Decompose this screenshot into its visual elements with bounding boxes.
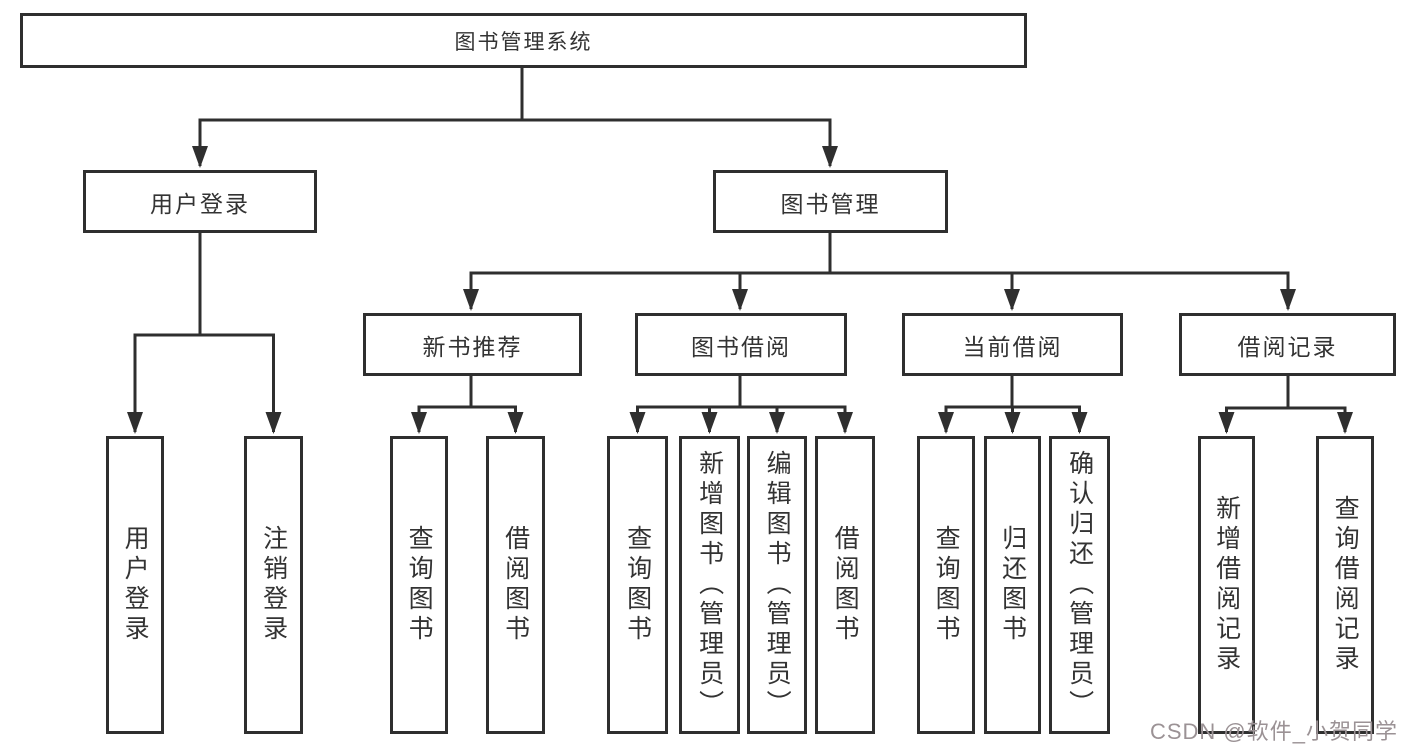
node-label: 用户登录: [121, 525, 150, 645]
leaf-query-books-borrowing: 查询图书: [607, 436, 668, 734]
leaf-logout: 注销登录: [244, 436, 303, 734]
csdn-watermark: CSDN @软件_小贺同学: [1149, 719, 1398, 744]
node-label: 新增借阅记录: [1212, 495, 1241, 675]
leaf-borrow-books-borrowing: 借阅图书: [815, 436, 875, 734]
node-label: 查询图书: [405, 525, 434, 645]
node-label: 当前借阅: [962, 333, 1063, 360]
node-book-borrowing: 图书借阅: [635, 313, 847, 376]
leaf-confirm-return-admin: 确认归还（管理员）: [1049, 436, 1110, 734]
leaf-query-borrow-record: 查询借阅记录: [1316, 436, 1374, 734]
node-label: 确认归还（管理员）: [1065, 450, 1094, 720]
node-borrowing-records: 借阅记录: [1179, 313, 1396, 376]
node-label: 新书推荐: [422, 333, 523, 360]
leaf-add-borrow-record: 新增借阅记录: [1198, 436, 1255, 734]
node-label: 查询图书: [623, 525, 652, 645]
leaf-add-books-admin: 新增图书（管理员）: [679, 436, 740, 734]
node-library-management-system: 图书管理系统: [20, 13, 1027, 68]
node-label: 借阅图书: [831, 525, 860, 645]
node-label: 借阅记录: [1237, 333, 1338, 360]
node-label: 归还图书: [998, 525, 1027, 645]
node-new-book-recommendation: 新书推荐: [363, 313, 582, 376]
node-label: 注销登录: [259, 525, 288, 645]
node-user-login: 用户登录: [83, 170, 317, 233]
leaf-query-books-current: 查询图书: [917, 436, 975, 734]
node-book-management: 图书管理: [713, 170, 948, 233]
node-label: 编辑图书（管理员）: [763, 450, 792, 720]
node-label: 新增图书（管理员）: [695, 450, 724, 720]
node-current-borrowing: 当前借阅: [902, 313, 1123, 376]
node-label: 图书借阅: [691, 333, 791, 360]
leaf-user-login: 用户登录: [106, 436, 164, 734]
leaf-borrow-books-recommendation: 借阅图书: [486, 436, 545, 734]
leaf-edit-books-admin: 编辑图书（管理员）: [747, 436, 807, 734]
node-label: 图书管理: [780, 190, 881, 217]
node-label: 查询图书: [932, 525, 961, 645]
node-label: 图书管理系统: [454, 30, 593, 54]
leaf-return-books: 归还图书: [984, 436, 1041, 734]
node-label: 查询借阅记录: [1331, 495, 1360, 675]
node-label: 用户登录: [150, 190, 250, 217]
leaf-query-books-recommendation: 查询图书: [390, 436, 448, 734]
node-label: 借阅图书: [501, 525, 530, 645]
